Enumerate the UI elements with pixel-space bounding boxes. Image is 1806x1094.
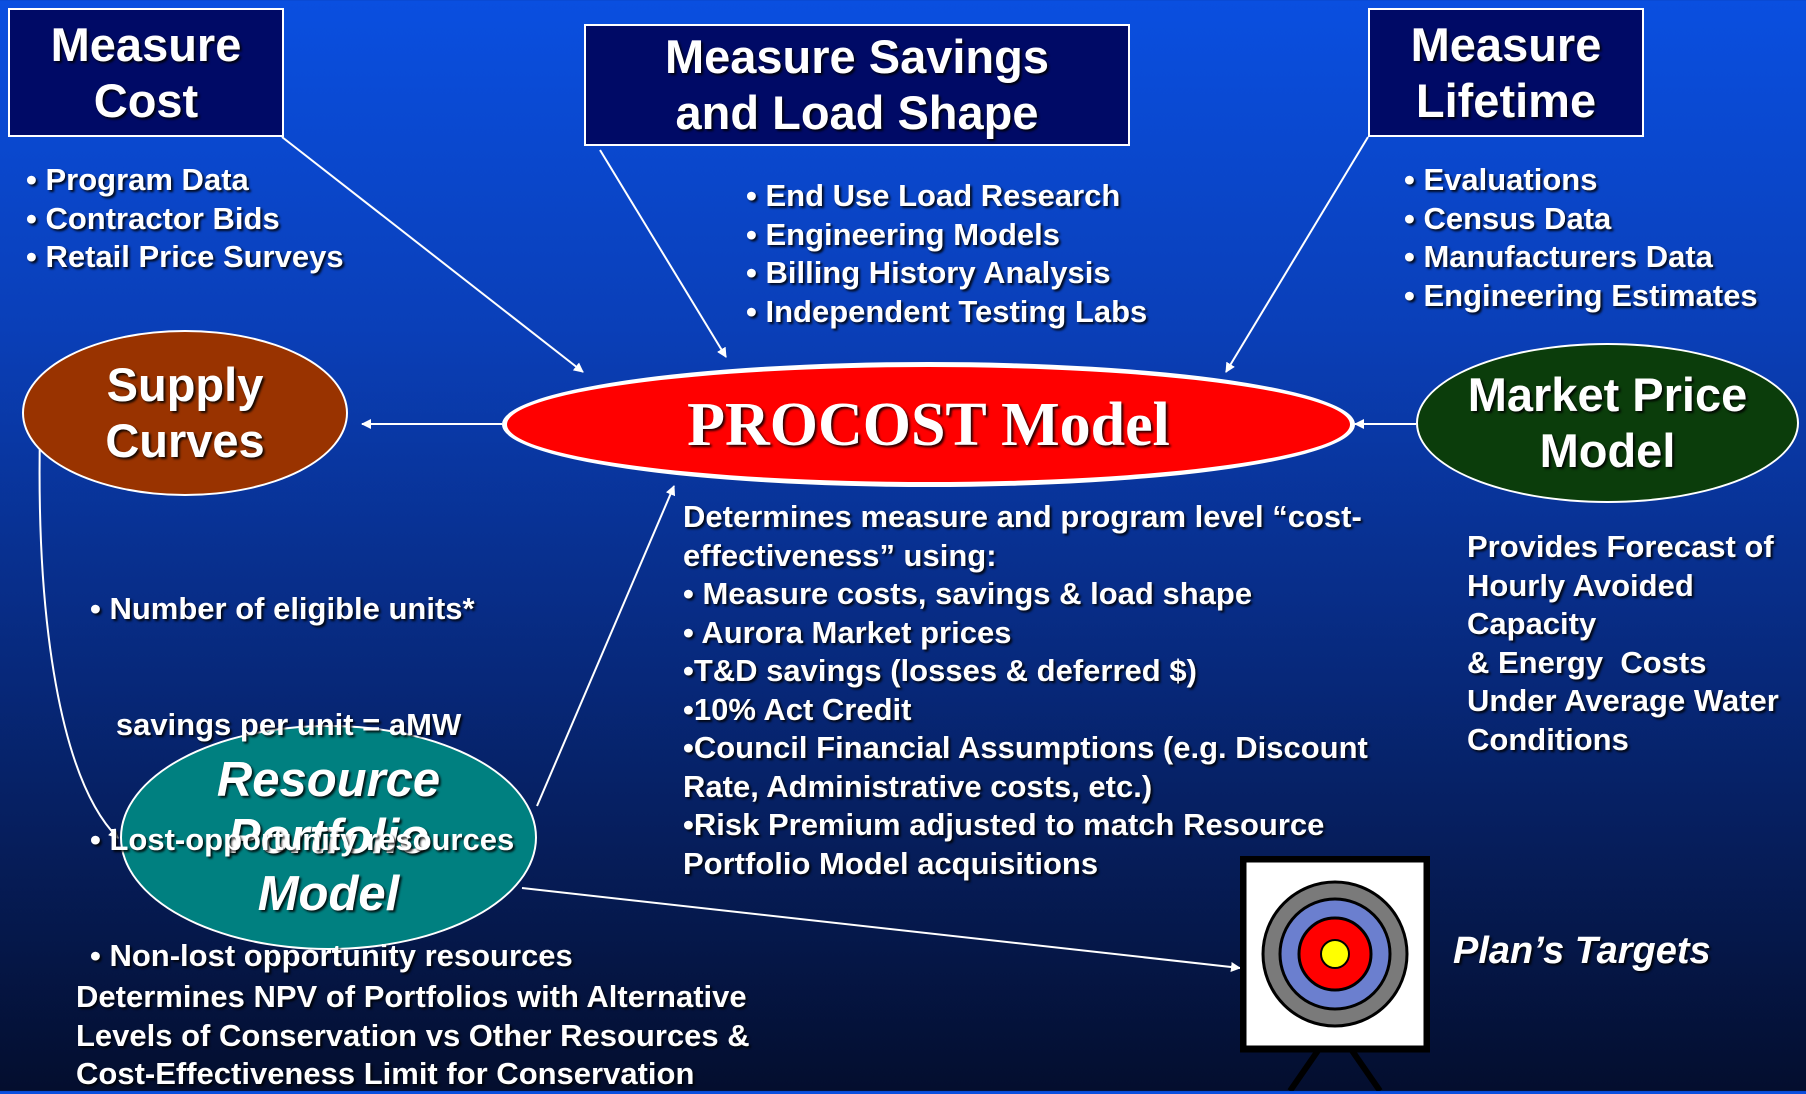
list-item: • Number of eligible units* <box>90 591 475 626</box>
savings-inputs-list: • End Use Load Research • Engineering Mo… <box>746 177 1147 331</box>
market-line: Conditions <box>1467 721 1629 757</box>
cost-inputs-list: • Program Data • Contractor Bids • Retai… <box>26 161 344 277</box>
measure-lifetime-line-1: Measure <box>1410 17 1602 71</box>
list-item: • Billing History Analysis <box>746 255 1111 290</box>
procost-line: •10% Act Credit <box>683 691 912 727</box>
procost-line: •T&D savings (losses & deferred $) <box>683 653 1197 688</box>
arrow-portfolio-to-target <box>521 887 1241 972</box>
measure-savings-line-1: Measure Savings <box>664 30 1049 83</box>
list-item: savings per unit = aMW <box>90 706 462 742</box>
measure-lifetime-box: Measure Lifetime <box>1368 8 1644 137</box>
target-icon <box>1240 856 1430 1091</box>
list-item: • Independent Testing Labs <box>746 293 1148 329</box>
list-item: • Engineering Models <box>746 216 1060 252</box>
list-item: • Census Data <box>1404 200 1612 236</box>
measure-cost-line-2: Cost <box>93 73 199 127</box>
arrow-cost-to-procost <box>281 136 584 373</box>
market-price-model-ellipse: Market Price Model <box>1416 343 1799 503</box>
resource-portfolio-line-1: Resource <box>216 753 441 807</box>
list-item: • End Use Load Research <box>746 178 1121 213</box>
measure-cost-box: Measure Cost <box>8 8 284 137</box>
measure-savings-box: Measure Savings and Load Shape <box>584 24 1130 146</box>
list-item: • Retail Price Surveys <box>26 239 344 274</box>
list-item: • Lost-opportunity resources <box>90 822 515 857</box>
procost-line: •Council Financial Assumptions (e.g. Dis… <box>683 730 1368 765</box>
list-item: • Manufacturers Data <box>1404 239 1713 274</box>
resource-portfolio-model-ellipse: Resource Portfolio Model <box>120 725 537 950</box>
supply-curves-line-2: Curves <box>105 414 265 467</box>
measure-savings-line-2: and Load Shape <box>675 86 1039 139</box>
resource-portfolio-line-2: Portfolio <box>227 810 430 864</box>
procost-description: Determines measure and program level “co… <box>683 498 1423 883</box>
supply-curves-line-1: Supply <box>106 358 264 411</box>
portfolio-npv-description: Determines NPV of Portfolios with Altern… <box>76 978 836 1094</box>
arrow-savings-to-procost <box>599 149 727 358</box>
measure-lifetime-line-2: Lifetime <box>1415 73 1597 127</box>
npv-line: Cost-Effectiveness Limit for Conservatio… <box>76 1056 695 1091</box>
procost-line: effectiveness” using: <box>683 537 997 573</box>
resource-portfolio-line-3: Model <box>257 867 400 921</box>
procost-line: Determines measure and program level “co… <box>683 499 1362 534</box>
procost-line: Portfolio Model acquisitions <box>683 845 1099 881</box>
supply-curves-ellipse: Supply Curves <box>22 330 348 496</box>
measure-cost-line-1: Measure <box>50 17 242 71</box>
market-price-description: Provides Forecast of Hourly Avoided Capa… <box>1467 528 1797 759</box>
market-line: & Energy Costs <box>1467 644 1707 680</box>
procost-line: •Risk Premium adjusted to match Resource <box>683 807 1325 842</box>
list-item: • Program Data <box>26 162 249 197</box>
list-item: • Engineering Estimates <box>1404 277 1758 313</box>
npv-line: Determines NPV of Portfolios with Altern… <box>76 979 747 1014</box>
market-line: Provides Forecast of <box>1467 529 1774 564</box>
market-line: Capacity <box>1467 606 1597 641</box>
npv-line: Levels of Conservation vs Other Resource… <box>76 1017 750 1053</box>
procost-line: Rate, Administrative costs, etc.) <box>683 768 1153 804</box>
list-item: • Non-lost opportunity resources <box>90 937 573 973</box>
procost-line: • Measure costs, savings & load shape <box>683 576 1253 611</box>
supply-curves-list: • Number of eligible units* savings per … <box>90 513 573 1014</box>
plans-targets-label: Plan’s Targets <box>1453 930 1711 972</box>
arrow-lifetime-to-procost <box>1225 136 1369 373</box>
market-price-line-1: Market Price <box>1467 368 1748 421</box>
list-item: • Evaluations <box>1404 162 1598 197</box>
arrow-supply-to-portfolio <box>38 431 119 839</box>
procost-line: • Aurora Market prices <box>683 614 1012 650</box>
procost-model-title: PROCOST Model <box>687 390 1170 459</box>
market-line: Under Average Water <box>1467 683 1779 718</box>
procost-model-ellipse: PROCOST Model <box>502 362 1355 487</box>
lifetime-inputs-list: • Evaluations • Census Data • Manufactur… <box>1404 161 1758 315</box>
market-price-line-2: Model <box>1539 424 1676 477</box>
arrow-portfolio-to-procost <box>536 485 676 807</box>
market-line: Hourly Avoided <box>1467 567 1694 603</box>
list-item: • Contractor Bids <box>26 200 280 236</box>
